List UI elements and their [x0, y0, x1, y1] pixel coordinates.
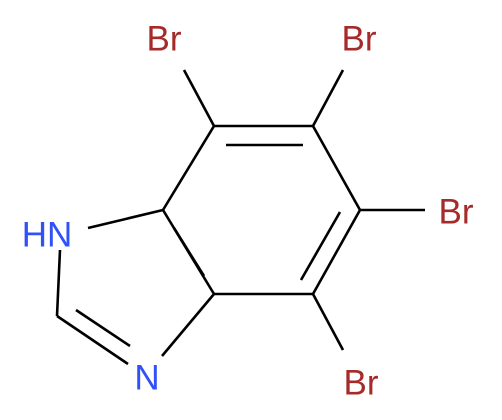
bond-c5-c4-inner — [299, 211, 342, 281]
atom-br-top-left: Br — [147, 20, 182, 59]
atom-br-top-right: Br — [342, 20, 377, 59]
bond-c4-br — [311, 293, 345, 351]
bond-c2-n-inner — [75, 308, 131, 348]
bond-c6-br — [311, 69, 345, 127]
bond-c6-c5 — [311, 125, 362, 211]
bond-nh-c2 — [55, 249, 62, 317]
bond-n-c3a — [161, 293, 215, 357]
bond-c3a-c7a-inner — [172, 227, 206, 277]
bond-c7-br — [182, 69, 216, 127]
atom-labels: Br Br Br Br HN N — [22, 20, 474, 403]
atom-nh: HN — [22, 216, 73, 255]
atom-br-bottom: Br — [344, 364, 379, 403]
bond-c7a-c7 — [161, 125, 216, 211]
atom-br-right: Br — [439, 193, 474, 232]
bond-c7a-nh — [87, 208, 164, 230]
bonds — [55, 69, 425, 366]
bond-c2-n — [56, 314, 129, 366]
bond-c5-c4 — [311, 209, 362, 295]
atom-n: N — [134, 359, 159, 398]
